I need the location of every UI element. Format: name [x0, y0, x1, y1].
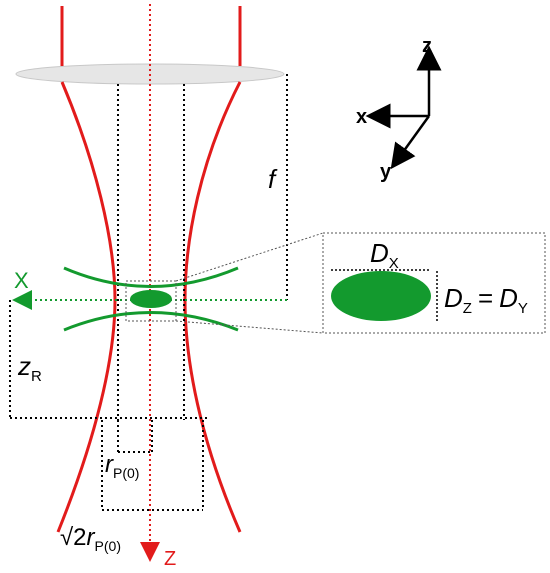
focal-length-label: f	[268, 164, 278, 194]
focal-spot	[130, 290, 172, 308]
dy-main: D	[499, 283, 518, 313]
equals-sign: =	[478, 283, 493, 313]
rp-main: r	[105, 451, 114, 478]
focus-zoom-box	[125, 280, 177, 322]
zr-sub: R	[31, 368, 42, 385]
dz-main: D	[444, 283, 463, 313]
dx-main: D	[370, 238, 389, 268]
focus-wavefront-lower	[63, 311, 239, 332]
inset-focal-spot	[331, 271, 431, 321]
zoom-line-top	[175, 232, 324, 282]
zoom-line-bottom	[175, 320, 324, 334]
dz-dy-label: DZ=DY	[444, 283, 528, 317]
sqrt2: √2	[60, 524, 87, 551]
dx-sub: X	[389, 255, 399, 272]
coord-z-label: z	[422, 35, 432, 57]
beam-right-envelope	[183, 81, 242, 533]
sqrt2-waist-label: √2rP(0)	[60, 524, 121, 554]
rayleigh-length-label: zR	[17, 351, 42, 385]
rp-sub: P(0)	[113, 465, 139, 481]
rp2-main: r	[87, 524, 96, 551]
dx-label: DX	[370, 238, 399, 272]
coord-y-label: y	[380, 161, 392, 183]
dy-sub: Y	[518, 300, 528, 317]
z-beam-label: Z	[164, 548, 176, 570]
coord-x-label: x	[356, 106, 367, 128]
zr-main: z	[17, 351, 31, 381]
focus-wavefront-upper	[63, 266, 239, 288]
x-axis-label: X	[14, 268, 29, 293]
waist-radius-label: rP(0)	[105, 451, 139, 481]
coord-y-axis	[390, 115, 431, 170]
rp2-sub: P(0)	[95, 538, 121, 554]
dz-sub: Z	[463, 300, 472, 317]
